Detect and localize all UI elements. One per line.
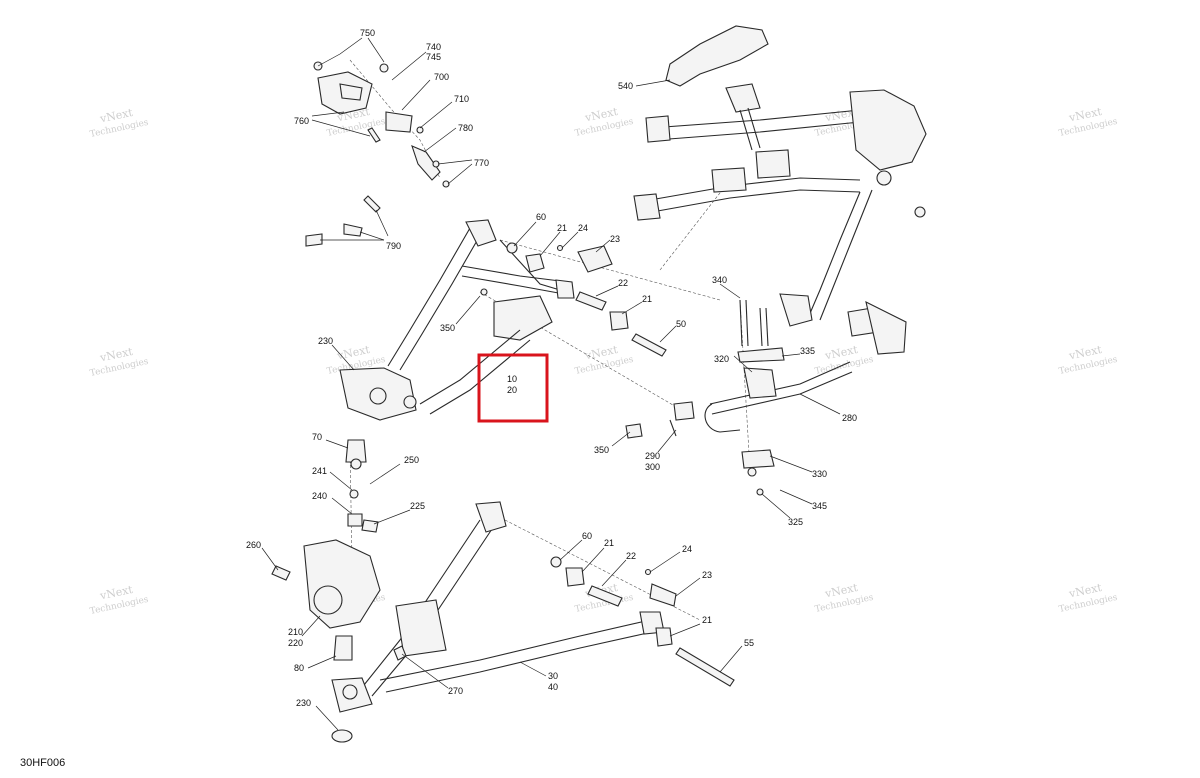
callout: 225	[410, 501, 425, 511]
callout: 270	[448, 686, 463, 696]
callout: 21	[557, 223, 567, 233]
callout: 50	[676, 319, 686, 329]
callout: 330	[812, 469, 827, 479]
callout: 21	[642, 294, 652, 304]
callout: 770	[474, 158, 489, 168]
callout: 790	[386, 241, 401, 251]
callout: 60	[536, 212, 546, 222]
callout: 350	[594, 445, 609, 455]
leader-lines	[261, 37, 841, 731]
callout: 21	[604, 538, 614, 548]
watermark: vNext Technologies	[1058, 343, 1119, 377]
watermark: vNext Technologies	[89, 583, 150, 617]
watermark: vNext Technologies	[1058, 105, 1119, 139]
callout: 23	[702, 570, 712, 580]
callout: 325	[788, 517, 803, 527]
callout: 24	[682, 544, 692, 554]
callout: 750	[360, 28, 375, 38]
diagram-code: 30HF006	[20, 757, 65, 769]
callout: 345	[812, 501, 827, 511]
callout: 340	[712, 275, 727, 285]
callout: 220	[288, 638, 303, 648]
watermark: vNext Technologies	[89, 106, 150, 140]
upper-arm-hardware	[506, 242, 667, 357]
upper-a-arm	[339, 219, 575, 421]
callout: 70	[312, 432, 322, 442]
watermark: vNext Technologies	[814, 581, 875, 615]
callout: 20	[507, 385, 517, 395]
callout: 350	[440, 323, 455, 333]
callout: 40	[548, 682, 558, 692]
callout: 22	[618, 278, 628, 288]
upper-frame-assembly	[633, 25, 927, 327]
callout: 24	[578, 223, 588, 233]
callout: 540	[618, 81, 633, 91]
callout-labels: 750 740 745 700 710 760 780 770 790 540 …	[246, 28, 857, 708]
callout: 780	[458, 123, 473, 133]
assembly-lines	[349, 59, 751, 621]
callout: 710	[454, 94, 469, 104]
callout: 10	[507, 374, 517, 384]
callout: 745	[426, 52, 441, 62]
callout: 80	[294, 663, 304, 673]
callout: 230	[318, 336, 333, 346]
callout: 760	[294, 116, 309, 126]
callout: 23	[610, 234, 620, 244]
callout: 320	[714, 354, 729, 364]
callout: 240	[312, 491, 327, 501]
watermark: vNext Technologies	[89, 345, 150, 379]
highlight-box	[477, 353, 549, 423]
callout: 241	[312, 466, 327, 476]
callout: 210	[288, 627, 303, 637]
watermark: vNext Technologies	[814, 343, 875, 377]
watermarks: vNext Technologies vNext Technologies vN…	[89, 105, 1119, 617]
callout: 230	[296, 698, 311, 708]
callout: 21	[702, 615, 712, 625]
callout: 60	[582, 531, 592, 541]
watermark: vNext Technologies	[574, 105, 635, 139]
callout: 290	[645, 451, 660, 461]
callout: 30	[548, 671, 558, 681]
callout: 280	[842, 413, 857, 423]
callout: 22	[626, 551, 636, 561]
knuckle-assembly	[271, 439, 381, 661]
callout: 55	[744, 638, 754, 648]
watermark: vNext Technologies	[574, 343, 635, 377]
watermark: vNext Technologies	[1058, 581, 1119, 615]
sway-bar-assembly	[625, 299, 907, 496]
callout: 335	[800, 346, 815, 356]
callout: 250	[404, 455, 419, 465]
callout: 300	[645, 462, 660, 472]
sensor-bracket-assembly	[305, 61, 450, 247]
lower-arm-hardware	[393, 556, 735, 687]
lower-a-arm	[331, 501, 665, 743]
callout: 740	[426, 42, 441, 52]
callout: 260	[246, 540, 261, 550]
callout: 700	[434, 72, 449, 82]
